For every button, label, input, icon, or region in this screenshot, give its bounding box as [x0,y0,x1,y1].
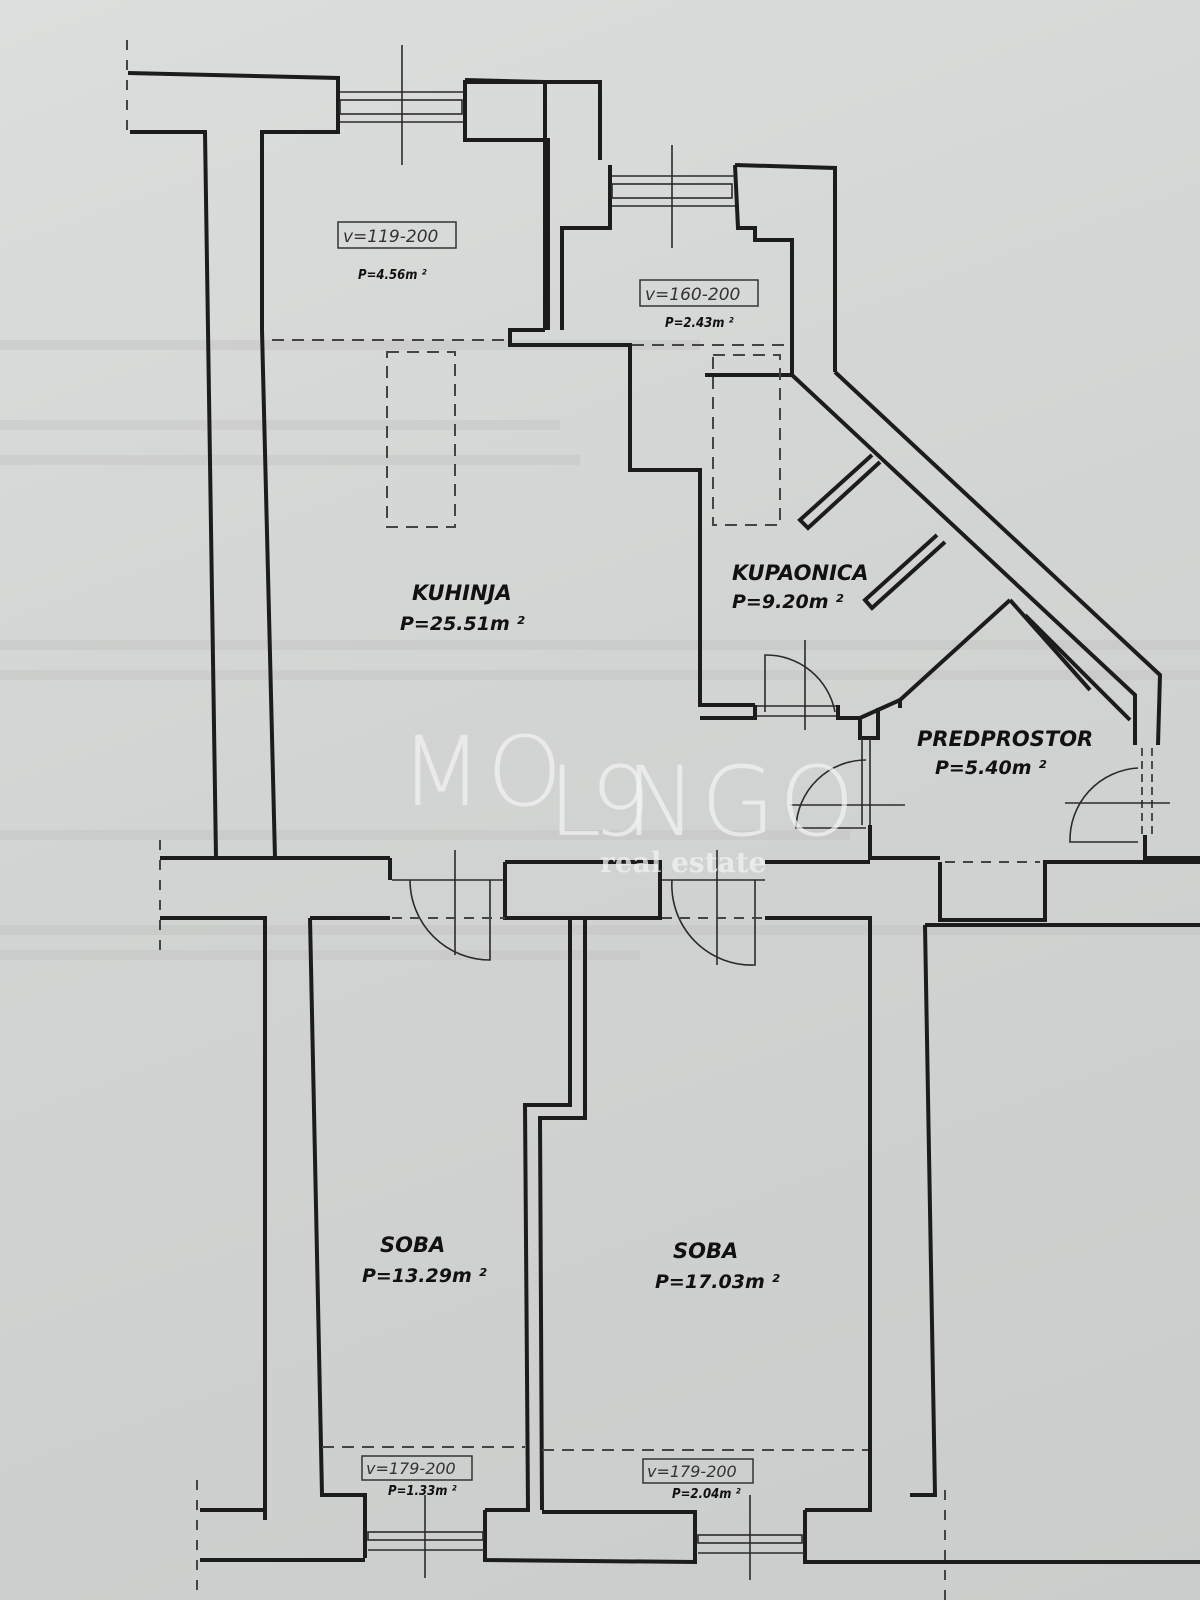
area-label: P=17.03m ² [655,1271,780,1293]
window-soba-right [697,1495,805,1580]
window-bath-balcony [611,145,735,248]
balcony-kitchen-label: v=119-200 P=4.56m ² [337,221,457,283]
door-soba-left [392,850,505,961]
area-label: P=2.04m ² [672,1487,741,1502]
area-label: P=9.20m ² [732,591,844,613]
watermark-brand-mid: L [548,746,605,858]
kitchen-label: KUHINJA P=25.51m ² [400,581,525,635]
door-entrance [1065,748,1170,843]
walls [126,40,1200,1600]
background-bleed-text [0,340,1200,960]
doors [392,640,1170,966]
area-label: P=5.40m ² [935,757,1047,779]
room-name: SOBA [380,1233,445,1257]
area-label: P=1.33m ² [388,1484,457,1499]
watermark-tagline: real estate [600,846,767,879]
room-labels: v=119-200 P=4.56m ² v=160-200 P=2.43m ² … [337,221,1093,1502]
height-label: v=179-200 [647,1462,737,1481]
door-soba-right [662,850,765,966]
balcony-bath-label: v=160-200 P=2.43m ² [639,279,759,331]
height-label: v=160-200 [645,285,740,305]
area-label: P=2.43m ² [665,316,734,331]
room-name: KUPAONICA [732,561,869,585]
room-right-label: SOBA P=17.03m ² [655,1239,780,1293]
room-name: KUHINJA [412,581,512,605]
room-name: SOBA [673,1239,738,1263]
watermark-brand-left: MO [400,716,566,828]
watermark-logo: MO L 9 NGO real estate [400,716,859,879]
hallway-label: PREDPROSTOR P=5.40m ² [917,727,1093,779]
room-name: PREDPROSTOR [917,727,1093,751]
area-label: P=13.29m ² [362,1265,487,1287]
niche-left-label: v=179-200 P=1.33m ² [361,1455,473,1499]
area-label: P=4.56m ² [358,268,427,283]
bathroom-label: KUPAONICA P=9.20m ² [732,561,869,613]
watermark-brand-right: NGO [625,746,859,858]
window-kitchen [339,45,465,165]
area-label: P=25.51m ² [400,613,525,635]
height-label: v=179-200 [366,1459,456,1478]
niche-right-label: v=179-200 P=2.04m ² [642,1458,754,1502]
watermark-brand-nine: 9 [590,746,655,858]
dashed-lines [272,339,868,1451]
door-hallway-left [790,738,905,829]
height-label: v=119-200 [343,227,438,247]
window-soba-left [367,1495,485,1578]
windows [339,45,805,1580]
room-left-label: SOBA P=13.29m ² [362,1233,487,1287]
door-bathroom [757,640,836,730]
